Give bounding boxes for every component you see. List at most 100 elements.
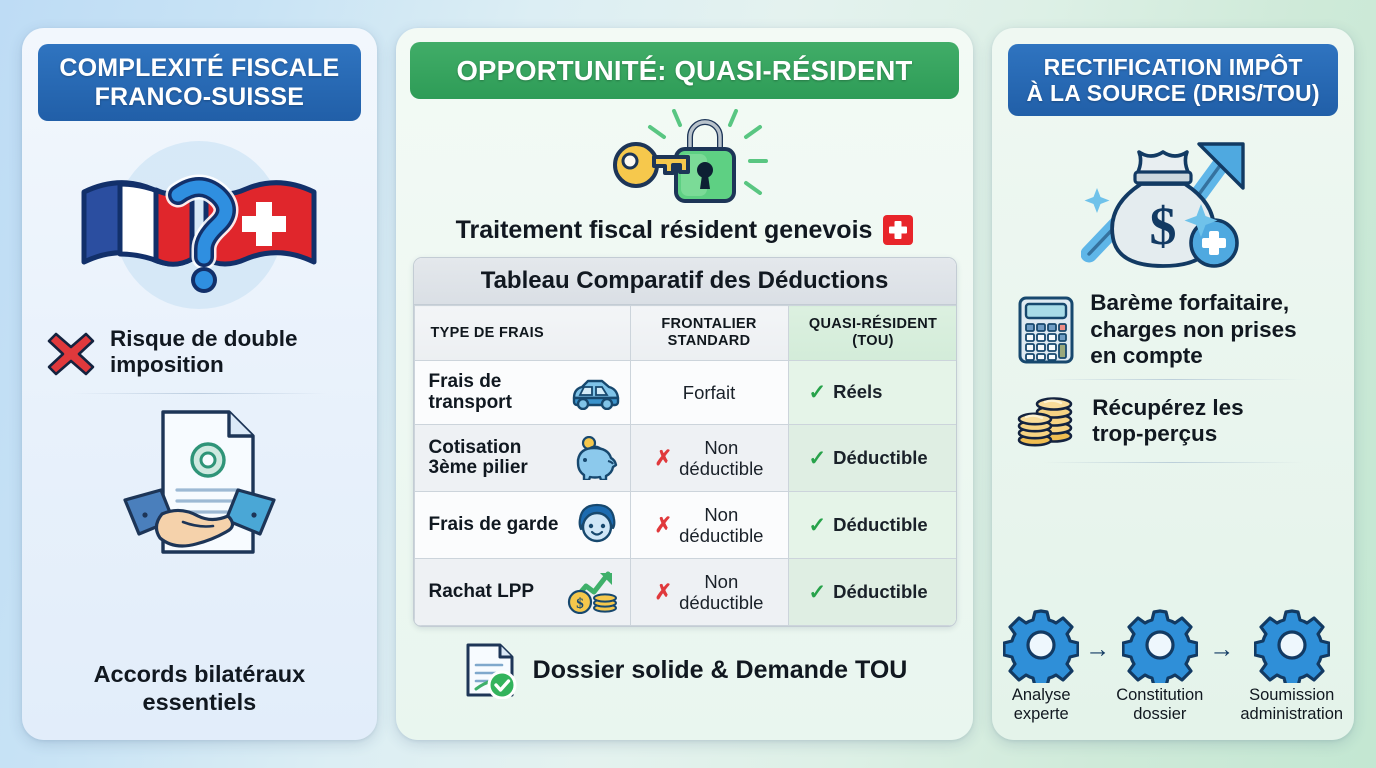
- table-row: Frais de garde: [413, 491, 956, 560]
- left-panel-caption: Accords bilatéraux essentiels: [94, 660, 306, 716]
- feature-recuperez-text: Récupérez les trop-perçus: [1092, 395, 1243, 448]
- row-frontalier-line1: Non: [704, 571, 739, 593]
- process-step-soumission: Soumission administration: [1240, 607, 1343, 724]
- cross-icon: ✗: [654, 513, 673, 537]
- right-divider-1: [1042, 379, 1304, 381]
- gear-icon: [1121, 609, 1198, 684]
- row-quasi-value: Réels: [833, 381, 883, 403]
- feature-risque-double-imposition: Risque de double imposition: [36, 326, 363, 379]
- row-frontalier-cell: Forfait: [629, 359, 789, 426]
- column-header-quasi-line2: (TOU): [852, 333, 894, 350]
- column-header-frontalier: FRONTALIER STANDARD: [629, 305, 789, 361]
- row-type-line2: transport: [428, 391, 512, 413]
- right-divider-2: [1042, 462, 1304, 464]
- gear-icon: [1003, 609, 1080, 684]
- row-quasi-value: Déductible: [833, 581, 928, 603]
- row-type-line1: Frais de garde: [428, 514, 559, 536]
- row-type-line1: Rachat LPP: [428, 581, 535, 603]
- process-step-soumission-label: Soumission administration: [1240, 686, 1343, 724]
- gear-icon: [1253, 609, 1330, 684]
- right-panel-title-line1: RECTIFICATION IMPÔT: [1043, 54, 1303, 80]
- handshake-document-icon: [117, 402, 282, 562]
- row-type-line2: 3ème pilier: [428, 457, 528, 479]
- process-step-constitution-line2: dossier: [1133, 705, 1187, 724]
- process-step-constitution-line1: Constitution: [1116, 686, 1204, 705]
- column-header-frontalier-line2: STANDARD: [667, 333, 751, 350]
- panel-opportunite-quasi-resident: OPPORTUNITÉ: QUASI-RÉSIDENT Traitem: [395, 28, 974, 740]
- row-type-line1: Cotisation: [428, 436, 522, 458]
- row-type-cell: Frais de transport: [413, 359, 631, 426]
- check-icon: ✓: [808, 580, 827, 604]
- key-padlock-icon: [580, 107, 790, 211]
- left-panel-title-line2: FRANCO-SUISSE: [94, 82, 305, 111]
- table-title: Tableau Comparatif des Déductions: [413, 258, 956, 306]
- feature-risque-line2: imposition: [110, 352, 224, 378]
- feature-bareme-text: Barème forfaitaire, charges non prises e…: [1090, 290, 1296, 369]
- piggy-bank-icon: [576, 436, 617, 481]
- swiss-flag-badge-icon: [883, 215, 914, 246]
- cross-icon: ✗: [654, 446, 673, 470]
- feature-risque-line1: Risque de double: [110, 326, 298, 351]
- feature-risque-text: Risque de double imposition: [110, 326, 298, 379]
- process-step-analyse-label: Analyse experte: [1012, 686, 1071, 724]
- arrow-right-icon-2: →: [1209, 635, 1235, 664]
- process-step-analyse-line1: Analyse: [1011, 686, 1071, 705]
- row-quasi-cell: ✓ Déductible: [787, 491, 956, 560]
- row-quasi-cell: ✓ Déductible: [787, 558, 956, 627]
- money-bag-growth-icon: $: [1080, 126, 1266, 284]
- left-panel-title: COMPLEXITÉ FISCALE FRANCO-SUISSE: [38, 44, 361, 121]
- red-cross-icon: [47, 333, 95, 376]
- document-validated-icon: [466, 643, 517, 700]
- row-frontalier-line2: déductible: [679, 525, 764, 547]
- deductions-comparison-table: Tableau Comparatif des Déductions TYPE D…: [412, 257, 957, 628]
- column-header-frontalier-line1: FRONTALIER: [661, 316, 757, 333]
- row-frontalier-cell: ✗ Non déductible: [629, 558, 789, 627]
- check-icon: ✓: [808, 380, 827, 404]
- feature-bareme-line3: en compte: [1090, 343, 1203, 369]
- coins-stack-icon: [1017, 397, 1073, 447]
- feature-recuperez-line2: trop-perçus: [1092, 421, 1218, 447]
- coins-growth-icon: $: [567, 571, 617, 615]
- row-frontalier-cell: ✗ Non déductible: [629, 424, 789, 493]
- france-switzerland-flags-question-icon: [74, 137, 324, 312]
- row-type-label: Frais de transport: [428, 371, 512, 414]
- process-step-analyse-line2: experte: [1013, 705, 1069, 724]
- svg-text:$: $: [1149, 196, 1176, 256]
- row-frontalier-line1: Non: [704, 504, 739, 526]
- check-icon: ✓: [808, 446, 827, 470]
- left-caption-line1: Accords bilatéraux: [93, 660, 306, 687]
- left-caption-line2: essentiels: [142, 688, 257, 715]
- process-step-constitution-label: Constitution dossier: [1116, 686, 1203, 724]
- left-panel-title-line1: COMPLEXITÉ FISCALE: [59, 54, 340, 82]
- child-face-icon: [578, 504, 615, 543]
- row-quasi-cell: ✓ Réels: [787, 359, 956, 426]
- middle-subtitle: Traitement fiscal résident genevois: [455, 215, 873, 244]
- row-quasi-value: Déductible: [833, 514, 928, 536]
- process-steps: Analyse experte → Constitution dossier →…: [1003, 607, 1343, 724]
- column-header-quasi-line1: QUASI-RÉSIDENT: [808, 316, 938, 333]
- arrow-right-icon-1: →: [1085, 635, 1111, 664]
- middle-footer-text: Dossier solide & Demande TOU: [532, 655, 908, 684]
- row-quasi-value: Déductible: [833, 447, 928, 469]
- right-panel-title-line2: À LA SOURCE (DRIS/TOU): [1026, 80, 1320, 107]
- row-frontalier-cell: ✗ Non déductible: [629, 491, 789, 560]
- middle-panel-title: OPPORTUNITÉ: QUASI-RÉSIDENT: [409, 42, 960, 100]
- column-header-type: TYPE DE FRAIS: [413, 305, 631, 361]
- calculator-icon: [1018, 296, 1074, 364]
- feature-bareme-forfaitaire: Barème forfaitaire, charges non prises e…: [1006, 290, 1340, 369]
- row-type-label: Rachat LPP: [428, 581, 535, 603]
- row-type-cell: Frais de garde: [413, 491, 631, 560]
- cross-icon: ✗: [654, 580, 673, 604]
- row-quasi-cell: ✓ Déductible: [787, 424, 956, 493]
- feature-recuperez-trop-percus: Récupérez les trop-perçus: [1006, 390, 1340, 452]
- row-type-cell: Rachat LPP $: [413, 558, 631, 627]
- row-type-label: Frais de garde: [428, 514, 559, 536]
- process-step-soumission-line1: Soumission: [1249, 686, 1335, 705]
- svg-text:$: $: [576, 596, 584, 612]
- check-icon: ✓: [808, 513, 827, 537]
- feature-bareme-line1: Barème forfaitaire,: [1090, 290, 1290, 316]
- car-icon: [572, 379, 619, 410]
- row-type-label: Cotisation 3ème pilier: [428, 436, 528, 480]
- table-row: Frais de transport: [413, 359, 956, 426]
- right-panel-title: RECTIFICATION IMPÔT À LA SOURCE (DRIS/TO…: [1008, 44, 1338, 117]
